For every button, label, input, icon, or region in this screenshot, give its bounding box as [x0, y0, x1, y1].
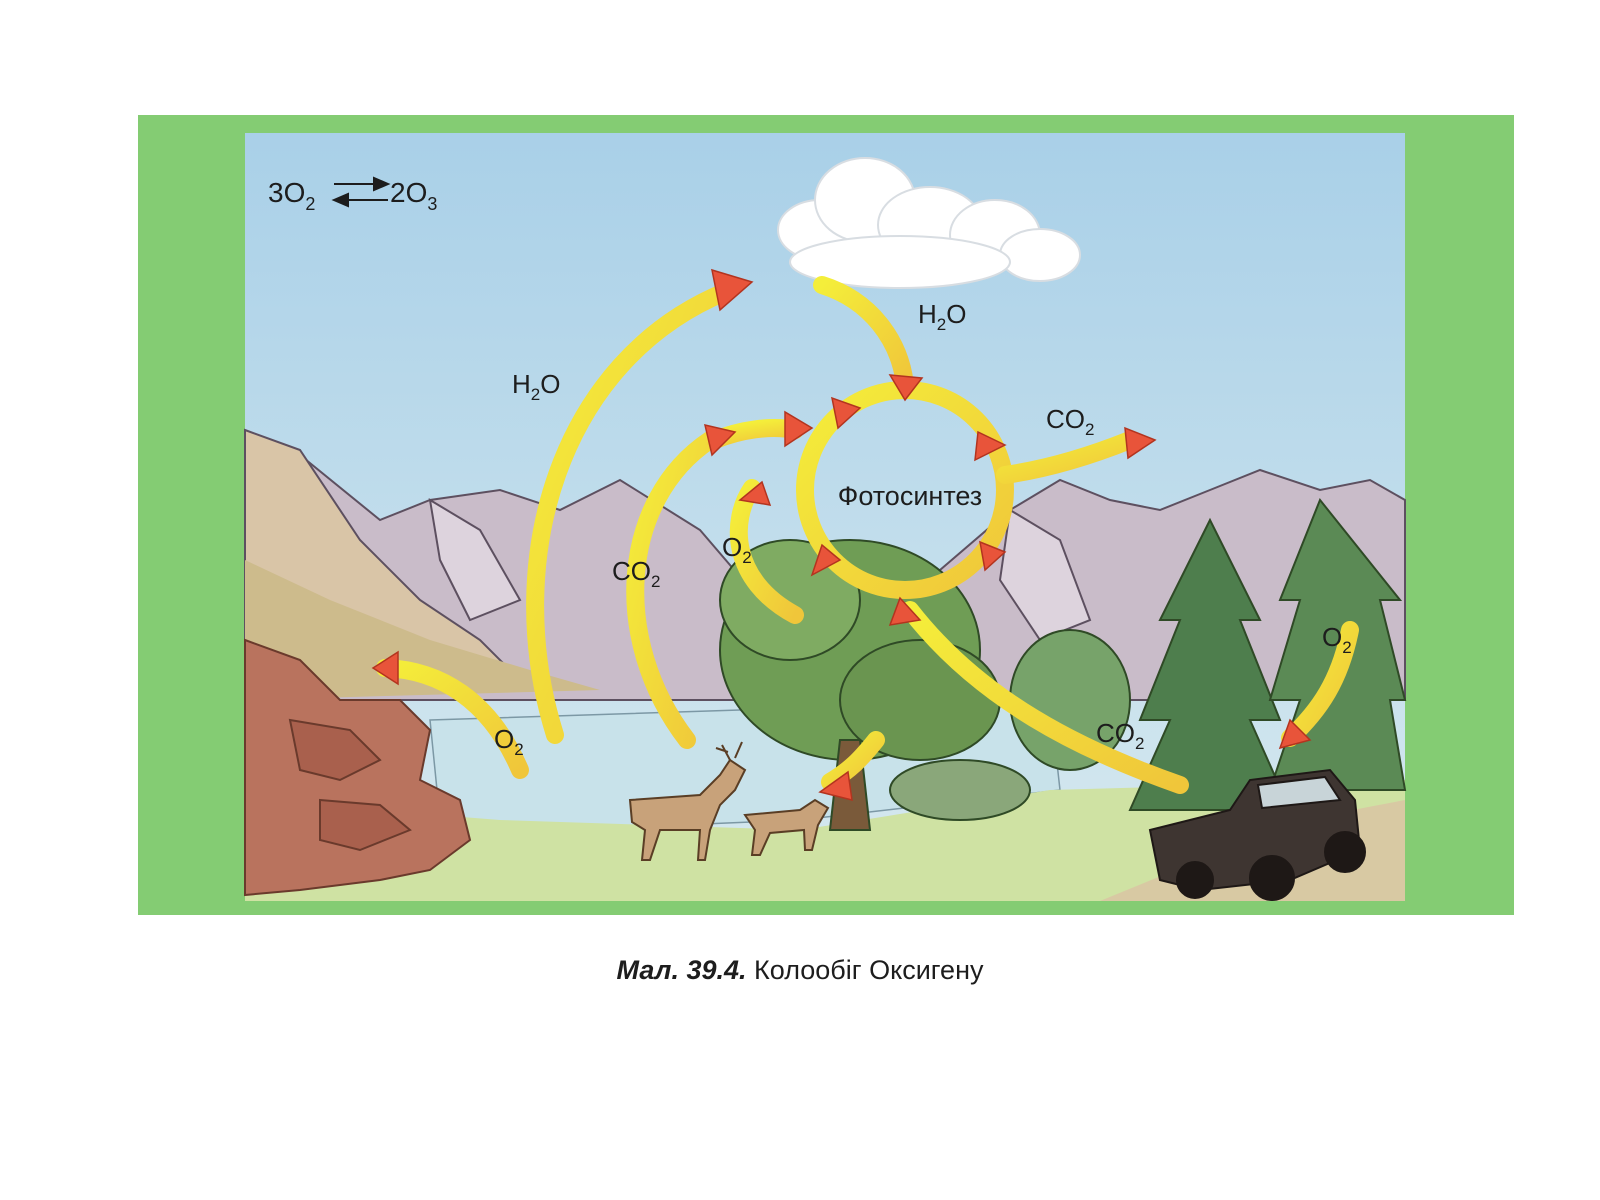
label-co2-car: CO2 — [1096, 718, 1144, 753]
photosynthesis-label: Фотосинтез — [838, 481, 982, 511]
caption-prefix: Мал. 39.4. — [616, 955, 747, 985]
arrowhead — [371, 650, 399, 686]
label-o2-car: O2 — [1322, 622, 1352, 657]
rocks — [244, 638, 472, 897]
arrow-o2-rocks — [376, 659, 529, 779]
arrow-car-co2 — [901, 601, 1189, 794]
figure-caption: Мал. 39.4. Колообіг Оксигену — [0, 955, 1600, 986]
arrowhead — [1124, 426, 1157, 460]
arrowhead — [818, 770, 853, 801]
caption-text: Колообіг Оксигену — [754, 955, 984, 985]
arrowhead — [888, 374, 924, 402]
arrowhead — [888, 596, 922, 626]
arrowhead — [711, 268, 754, 312]
label-o2-rocks: O2 — [494, 724, 524, 759]
deer — [628, 741, 830, 861]
cloud — [777, 157, 1081, 289]
svg-text:2O3: 2O3 — [390, 177, 437, 214]
ozone-equation: 3O2 2O3 — [268, 176, 437, 214]
label-o2-mid: O2 — [722, 532, 752, 567]
arrowhead — [979, 540, 1007, 572]
arrow-cloud-to-photosynthesis — [813, 276, 914, 394]
arrowhead — [784, 410, 814, 448]
arrow-co2-lake — [626, 431, 719, 749]
label-h2o-cloud: H2O — [918, 299, 966, 334]
grass — [245, 780, 1405, 901]
arrowhead — [703, 423, 737, 457]
arrow-h2o-to-cloud — [526, 283, 734, 744]
label-co2-mid: CO2 — [612, 556, 660, 591]
arrowhead — [974, 430, 1007, 462]
arrow-co2-out — [996, 431, 1139, 484]
label-co2-out: CO2 — [1046, 404, 1094, 439]
car — [1148, 768, 1366, 901]
arrowheads — [371, 268, 1312, 801]
arrowhead — [831, 396, 862, 430]
arrowhead — [810, 543, 842, 577]
label-h2o-left: H2O — [512, 369, 560, 404]
arrowhead — [1278, 718, 1312, 750]
arrow-o2-tree-down — [821, 731, 885, 791]
equilibrium-arrows-icon — [331, 176, 391, 208]
arrowhead — [738, 480, 772, 506]
svg-text:3O2: 3O2 — [268, 177, 315, 214]
